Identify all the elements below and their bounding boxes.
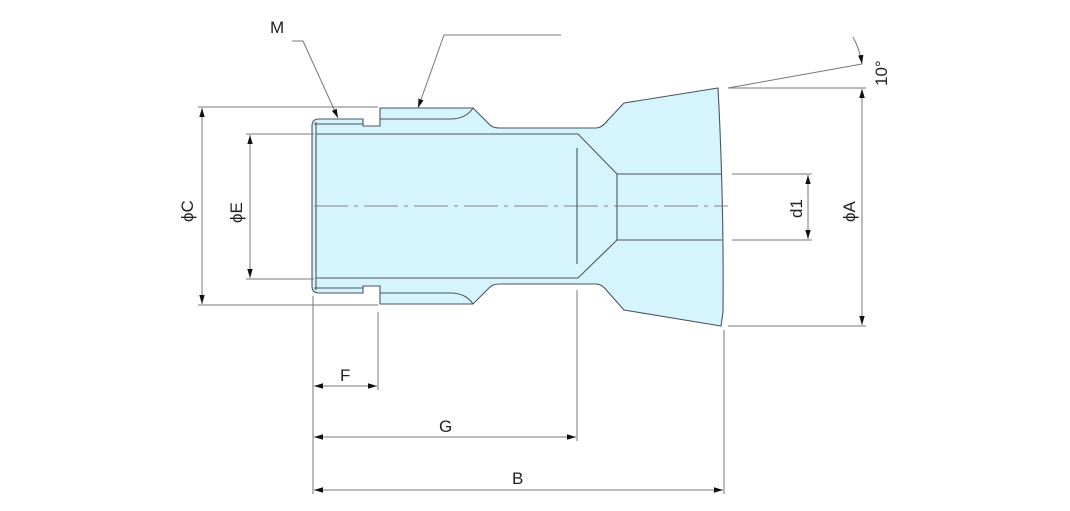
label-m: M [270, 18, 284, 37]
leader-m [292, 40, 339, 119]
label-d1: d1 [787, 199, 806, 218]
label-g: G [439, 417, 452, 436]
thread-relief [314, 107, 474, 305]
dim-angle [852, 36, 864, 65]
collet-body [311, 87, 724, 327]
label-b: B [512, 469, 523, 488]
label-e: ϕE [227, 202, 246, 223]
label-angle: 10° [872, 60, 891, 86]
leader-unlabeled [417, 34, 561, 109]
extension-lines [198, 63, 866, 494]
label-f: F [340, 366, 350, 385]
label-a: ϕA [840, 200, 859, 222]
bore [315, 122, 722, 290]
label-c: ϕC [178, 200, 197, 222]
